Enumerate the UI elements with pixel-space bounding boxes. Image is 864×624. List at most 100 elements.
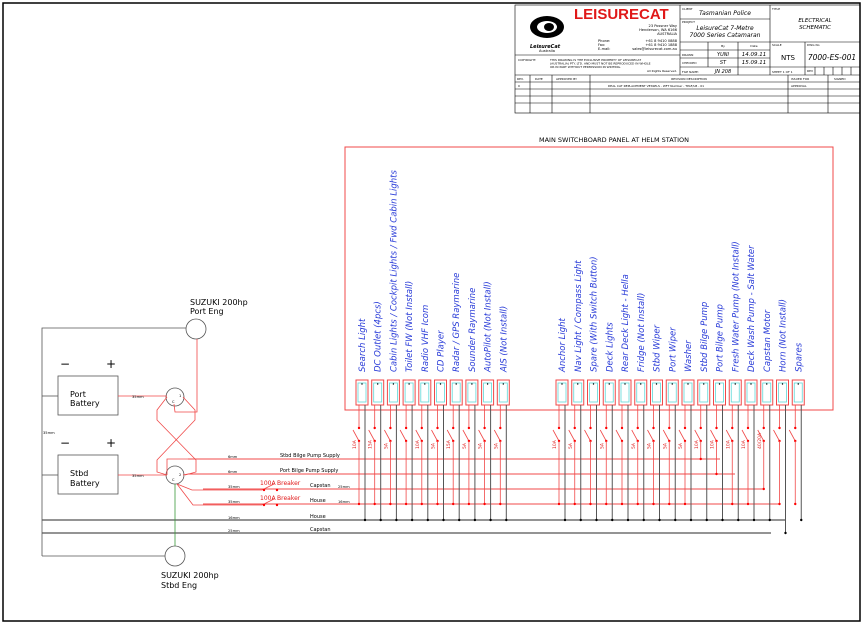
- drawn-date: 14.09.11: [742, 52, 767, 58]
- circuit-label: Cabin Lights / Cockpit Lights / Fwd Cabi…: [389, 170, 399, 372]
- circuit-switch[interactable]: [449, 379, 463, 406]
- switch-indicator: [486, 383, 489, 385]
- switch-face: [652, 382, 661, 403]
- project: LeisureCat 7-Metre: [696, 25, 754, 32]
- circuit-switch[interactable]: [776, 379, 789, 406]
- fuse-rating: 10A: [694, 439, 700, 449]
- circuit-switch[interactable]: [760, 379, 774, 406]
- junction-dot: [642, 518, 645, 522]
- switch-circuit: Spares: [788, 342, 805, 522]
- drawn-label: DRAWN: [682, 53, 693, 57]
- junction-dot: [674, 518, 677, 522]
- circuit-switch[interactable]: [465, 379, 479, 406]
- circuit-switch[interactable]: [571, 379, 585, 406]
- stbd-battery-switch[interactable]: [165, 465, 185, 485]
- junction-dot: [563, 518, 567, 522]
- junction-dot: [794, 502, 797, 506]
- switch-circuit: Spare (With Switch Button): [584, 256, 600, 522]
- junction-dot: [658, 518, 661, 522]
- switch-terminal: C: [172, 478, 175, 482]
- fuse-switch: [552, 429, 560, 442]
- circuit-switch[interactable]: [618, 379, 632, 406]
- circuit-switch[interactable]: [697, 379, 711, 406]
- circuit-switch[interactable]: [665, 379, 679, 406]
- circuit-label: DC Outlet (4pcs): [374, 301, 384, 372]
- cable-size: 35mm: [228, 500, 240, 504]
- revision-header: DATE: [535, 77, 543, 81]
- junction-dot: [452, 502, 455, 506]
- switch-indicator: [640, 383, 642, 385]
- circuit-switch[interactable]: [650, 379, 663, 406]
- switch-face: [373, 382, 383, 403]
- switch-indicator: [392, 383, 395, 385]
- switch-face: [715, 382, 724, 403]
- terminal-dot: [731, 426, 734, 430]
- house-supply-label: House: [310, 498, 326, 504]
- junction-dot: [762, 487, 765, 491]
- junction-dot: [373, 502, 376, 506]
- junction-dot: [458, 518, 461, 522]
- terminal-dot: [699, 426, 702, 430]
- logo-subtext: Australia: [539, 49, 555, 53]
- terminal-dot: [420, 426, 423, 430]
- switch-face: [573, 382, 583, 403]
- circuit-label: AutoPilot (Not Install): [484, 281, 494, 373]
- fuse-rating: 5A: [568, 442, 574, 449]
- stbd-engine: [164, 545, 186, 567]
- junction-dot: [620, 502, 624, 506]
- junction-dot: [778, 502, 781, 506]
- circuit-label: Horn (Not Install): [779, 299, 789, 372]
- switch-circuit: Fresh Water Pump (Not Install)10A: [725, 241, 742, 522]
- circuit-switch[interactable]: [728, 379, 742, 406]
- email: sales@leisurecat.com.au: [632, 47, 677, 51]
- terminal-dot: [652, 426, 655, 430]
- circuit-switch[interactable]: [402, 379, 416, 406]
- circuit-switch[interactable]: [681, 379, 695, 406]
- circuit-switch[interactable]: [434, 379, 447, 406]
- fuse-switch: [788, 429, 796, 442]
- circuit-switch[interactable]: [418, 379, 432, 406]
- circuit-switch[interactable]: [587, 379, 600, 406]
- circuit-label: Toilet FW (Not Install): [405, 281, 415, 372]
- junction-dot: [768, 518, 771, 522]
- terminal-dot: [404, 426, 408, 430]
- junction-dot: [737, 518, 740, 522]
- circuit-switch[interactable]: [634, 379, 648, 406]
- circuit-switch[interactable]: [555, 379, 569, 406]
- copyright-text: (AUSTRALIA) PTY. LTD. AND MUST NOT BE RE…: [550, 62, 651, 66]
- fuse-switch: [384, 429, 391, 442]
- capstan-breaker-label: Breaker: [277, 480, 301, 487]
- circuit-switch[interactable]: [386, 379, 400, 406]
- switch-indicator: [687, 383, 689, 385]
- dwg-no-label: DWG No: [807, 43, 820, 47]
- fuse-switch: [741, 429, 749, 442]
- circuit-switch[interactable]: [791, 379, 805, 406]
- circuit-switch[interactable]: [496, 379, 510, 406]
- junction-dot: [589, 502, 592, 506]
- switch-face: [388, 382, 398, 403]
- revision-issued-for: APPROVAL: [791, 84, 807, 88]
- switch-indicator: [577, 383, 579, 385]
- circuit-switch[interactable]: [744, 379, 758, 406]
- date-label: Date: [750, 44, 757, 48]
- email-label: E-mail:: [598, 47, 610, 51]
- circuit-switch[interactable]: [602, 379, 616, 406]
- switch-face: [483, 382, 493, 403]
- terminal-dot: [746, 426, 750, 430]
- switch-indicator: [561, 383, 563, 385]
- circuit-switch[interactable]: [371, 379, 385, 406]
- port-battery-switch[interactable]: [165, 387, 185, 407]
- fuse-switch: [415, 429, 423, 442]
- circuit-switch[interactable]: [713, 379, 726, 406]
- junction-dot: [410, 518, 414, 522]
- circuit-switch[interactable]: [355, 379, 369, 406]
- terminal-dot: [373, 426, 376, 430]
- fuse-rating: 5A: [662, 442, 668, 449]
- port-battery-label: Battery: [70, 399, 100, 408]
- switch-face: [620, 382, 630, 403]
- fuse-rating: 10A: [725, 439, 731, 449]
- circuit-switch[interactable]: [481, 379, 495, 406]
